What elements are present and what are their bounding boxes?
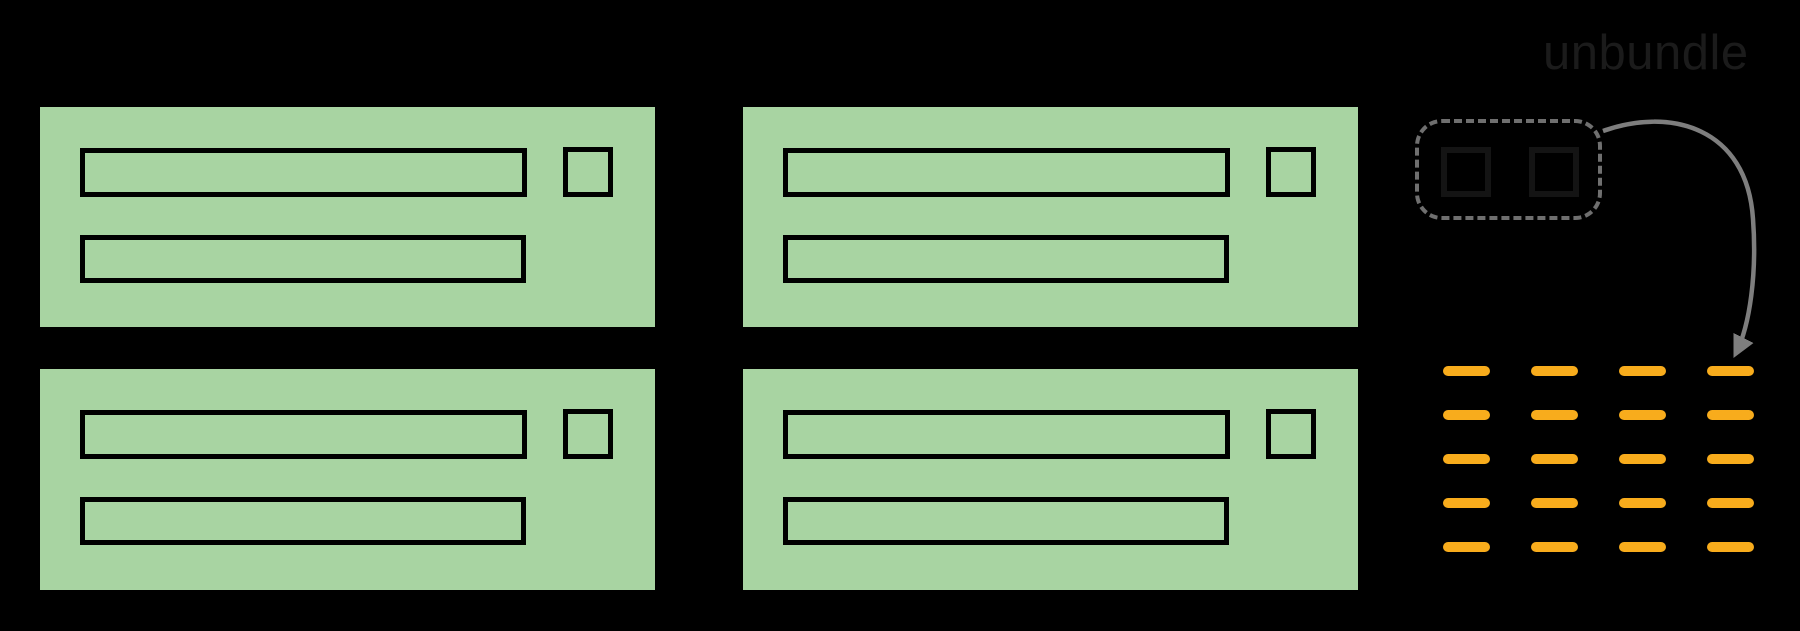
field-bar bbox=[80, 497, 526, 545]
bundled-item-square bbox=[1441, 147, 1491, 197]
unbundled-item-dash bbox=[1531, 454, 1578, 464]
small-box bbox=[563, 147, 613, 197]
field-bar bbox=[80, 148, 527, 197]
field-bar bbox=[783, 497, 1229, 545]
unbundled-item-dash bbox=[1531, 542, 1578, 552]
bundled-card-top-left bbox=[40, 107, 655, 327]
unbundled-item-dash bbox=[1707, 366, 1754, 376]
bundle-box bbox=[1415, 119, 1602, 220]
bundled-card-bottom-right bbox=[743, 369, 1358, 590]
bundled-card-bottom-left bbox=[40, 369, 655, 590]
unbundled-item-dash bbox=[1443, 410, 1490, 420]
unbundle-label: unbundle bbox=[1543, 26, 1749, 80]
bundled-card-top-right bbox=[743, 107, 1358, 327]
field-bar bbox=[80, 410, 527, 459]
unbundled-item-dash bbox=[1531, 410, 1578, 420]
unbundled-item-dash bbox=[1707, 542, 1754, 552]
unbundled-item-dash bbox=[1443, 498, 1490, 508]
field-bar bbox=[783, 148, 1230, 197]
field-bar bbox=[80, 235, 526, 283]
unbundled-item-dash bbox=[1443, 454, 1490, 464]
unbundled-grid bbox=[1443, 366, 1754, 552]
arrow-curve bbox=[1602, 119, 1757, 359]
field-bar bbox=[783, 235, 1229, 283]
small-box bbox=[1266, 409, 1316, 459]
bundled-item-square bbox=[1529, 147, 1579, 197]
unbundled-item-dash bbox=[1443, 542, 1490, 552]
unbundled-item-dash bbox=[1531, 498, 1578, 508]
field-bar bbox=[783, 410, 1230, 459]
unbundled-item-dash bbox=[1619, 410, 1666, 420]
unbundled-item-dash bbox=[1619, 366, 1666, 376]
unbundled-item-dash bbox=[1707, 498, 1754, 508]
unbundled-item-dash bbox=[1619, 498, 1666, 508]
small-box bbox=[563, 409, 613, 459]
small-box bbox=[1266, 147, 1316, 197]
unbundled-item-dash bbox=[1443, 366, 1490, 376]
unbundled-item-dash bbox=[1619, 542, 1666, 552]
unbundled-item-dash bbox=[1707, 410, 1754, 420]
unbundled-item-dash bbox=[1707, 454, 1754, 464]
unbundled-item-dash bbox=[1619, 454, 1666, 464]
unbundled-item-dash bbox=[1531, 366, 1578, 376]
